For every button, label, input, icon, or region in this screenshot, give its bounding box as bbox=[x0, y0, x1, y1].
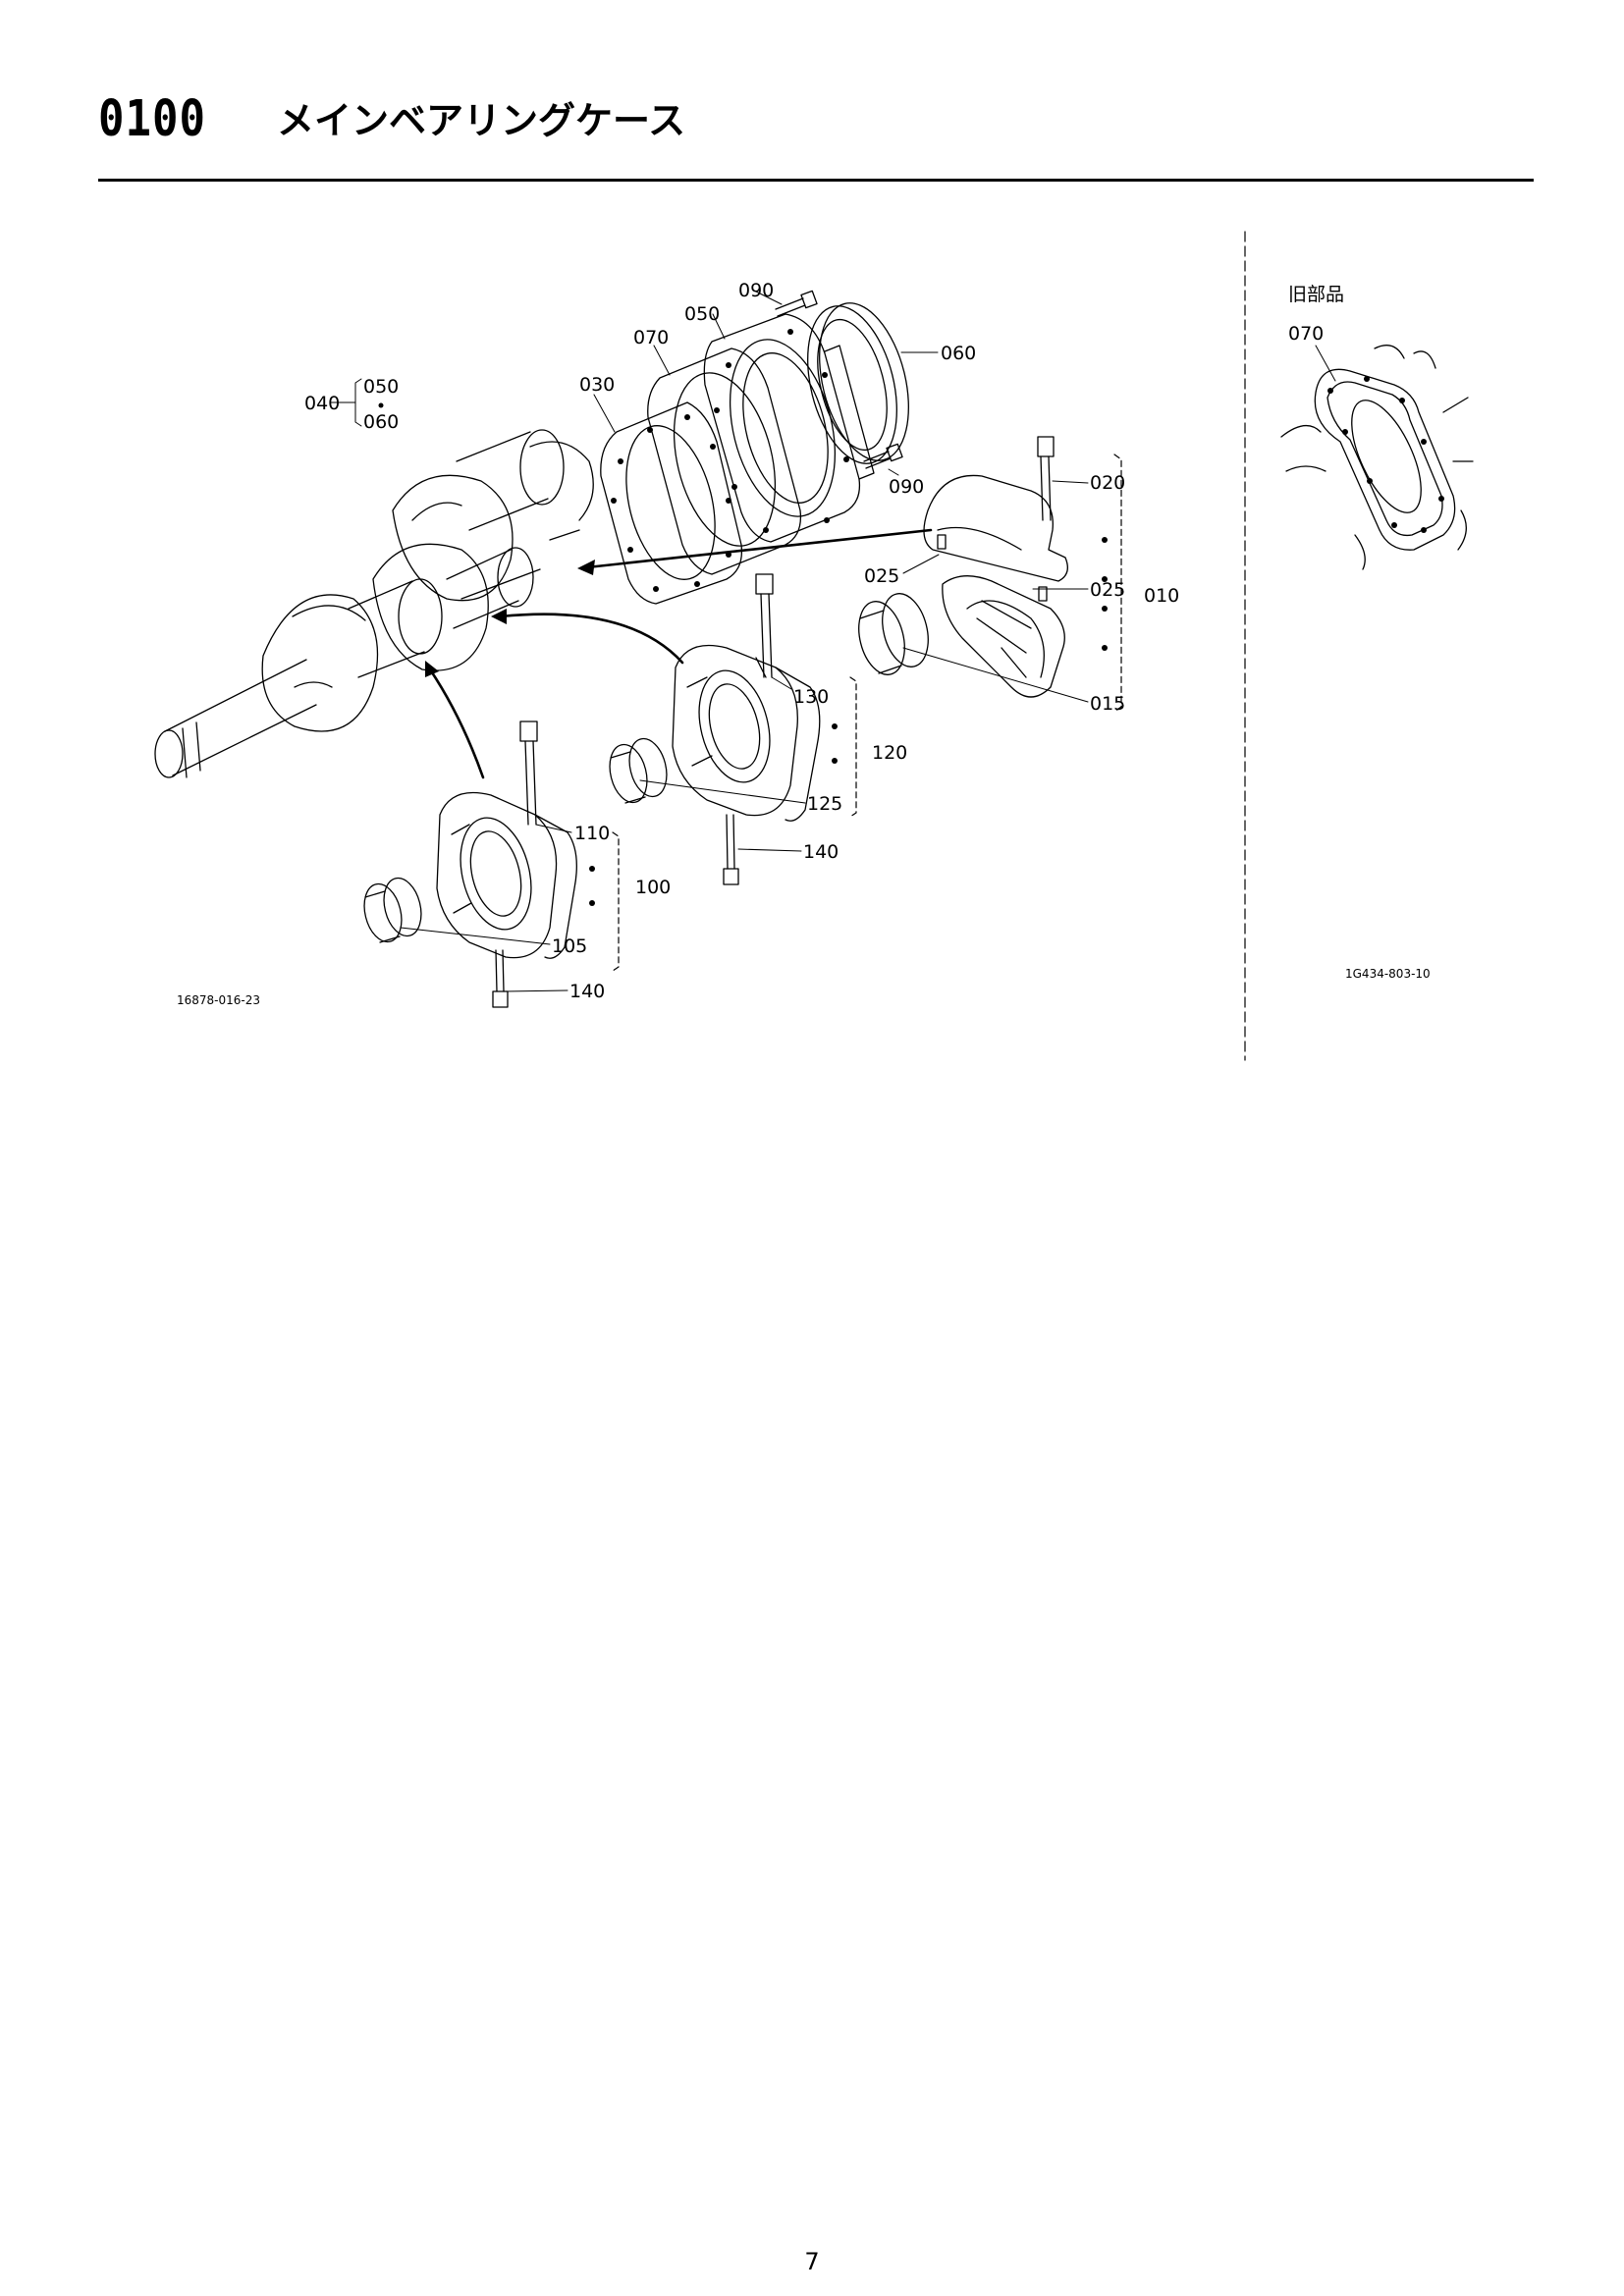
callout-130: 130 bbox=[793, 686, 829, 708]
bracket-120 bbox=[849, 676, 857, 818]
page-header: 0100 メインベアリングケース bbox=[98, 90, 685, 149]
callout-040-050: 050 bbox=[363, 376, 399, 398]
figure-reference: 16878-016-23 bbox=[177, 993, 260, 1007]
callout-030: 030 bbox=[579, 374, 615, 396]
header-rule bbox=[98, 179, 1534, 182]
old-parts-inset: 旧部品 070 1G434-803-10 bbox=[1280, 284, 1474, 981]
callout-090: 090 bbox=[738, 280, 774, 301]
bracket-100-dots bbox=[589, 866, 595, 906]
bracket-010-dots bbox=[1102, 537, 1108, 651]
callout-060: 060 bbox=[941, 343, 976, 364]
bracket-120-dots bbox=[832, 723, 838, 764]
bearing-case-120 bbox=[672, 573, 821, 822]
callout-025: 025 bbox=[864, 565, 899, 587]
callout-050: 050 bbox=[684, 303, 720, 325]
bearing-case-010 bbox=[923, 436, 1068, 698]
bearing-015 bbox=[858, 593, 929, 675]
callout-040-dot bbox=[378, 402, 384, 408]
callout-025-right: 025 bbox=[1090, 579, 1125, 601]
bearing-105 bbox=[363, 877, 422, 943]
callout-105: 105 bbox=[552, 935, 587, 957]
callout-100: 100 bbox=[635, 877, 671, 898]
callout-040-060: 060 bbox=[363, 411, 399, 433]
callout-090-lower: 090 bbox=[889, 476, 924, 498]
bearing-case-100 bbox=[436, 721, 577, 959]
assembly-arrows bbox=[425, 528, 933, 779]
old-parts-callout-070: 070 bbox=[1288, 323, 1324, 345]
callout-015: 015 bbox=[1090, 693, 1125, 715]
callout-070: 070 bbox=[633, 327, 669, 348]
callout-140: 140 bbox=[803, 841, 839, 863]
crankshaft-drawing bbox=[154, 429, 594, 778]
bearing-125 bbox=[609, 737, 668, 804]
old-parts-figure-reference: 1G434-803-10 bbox=[1345, 967, 1431, 981]
callout-140-lower: 140 bbox=[569, 981, 605, 1002]
callout-120: 120 bbox=[872, 742, 907, 764]
callout-010: 010 bbox=[1144, 585, 1179, 607]
page-number: 7 bbox=[804, 2248, 820, 2275]
old-parts-title: 旧部品 bbox=[1288, 284, 1344, 305]
bolts-140 bbox=[492, 814, 739, 1008]
callout-040: 040 bbox=[304, 393, 340, 414]
section-number: 0100 bbox=[98, 90, 206, 148]
bracket-100 bbox=[612, 831, 620, 972]
leader-lines bbox=[330, 290, 1089, 992]
bolts-090 bbox=[775, 290, 903, 469]
callout-110: 110 bbox=[574, 823, 610, 844]
seal-case-050-070 bbox=[647, 313, 875, 575]
callout-020: 020 bbox=[1090, 472, 1125, 494]
callout-125: 125 bbox=[807, 793, 842, 815]
section-title: メインベアリングケース bbox=[276, 99, 686, 142]
bracket-010 bbox=[1113, 454, 1122, 713]
parts-diagram: 090 050 070 060 040 050 060 030 090 020 … bbox=[154, 231, 1474, 1061]
oil-seal-060 bbox=[807, 302, 909, 464]
